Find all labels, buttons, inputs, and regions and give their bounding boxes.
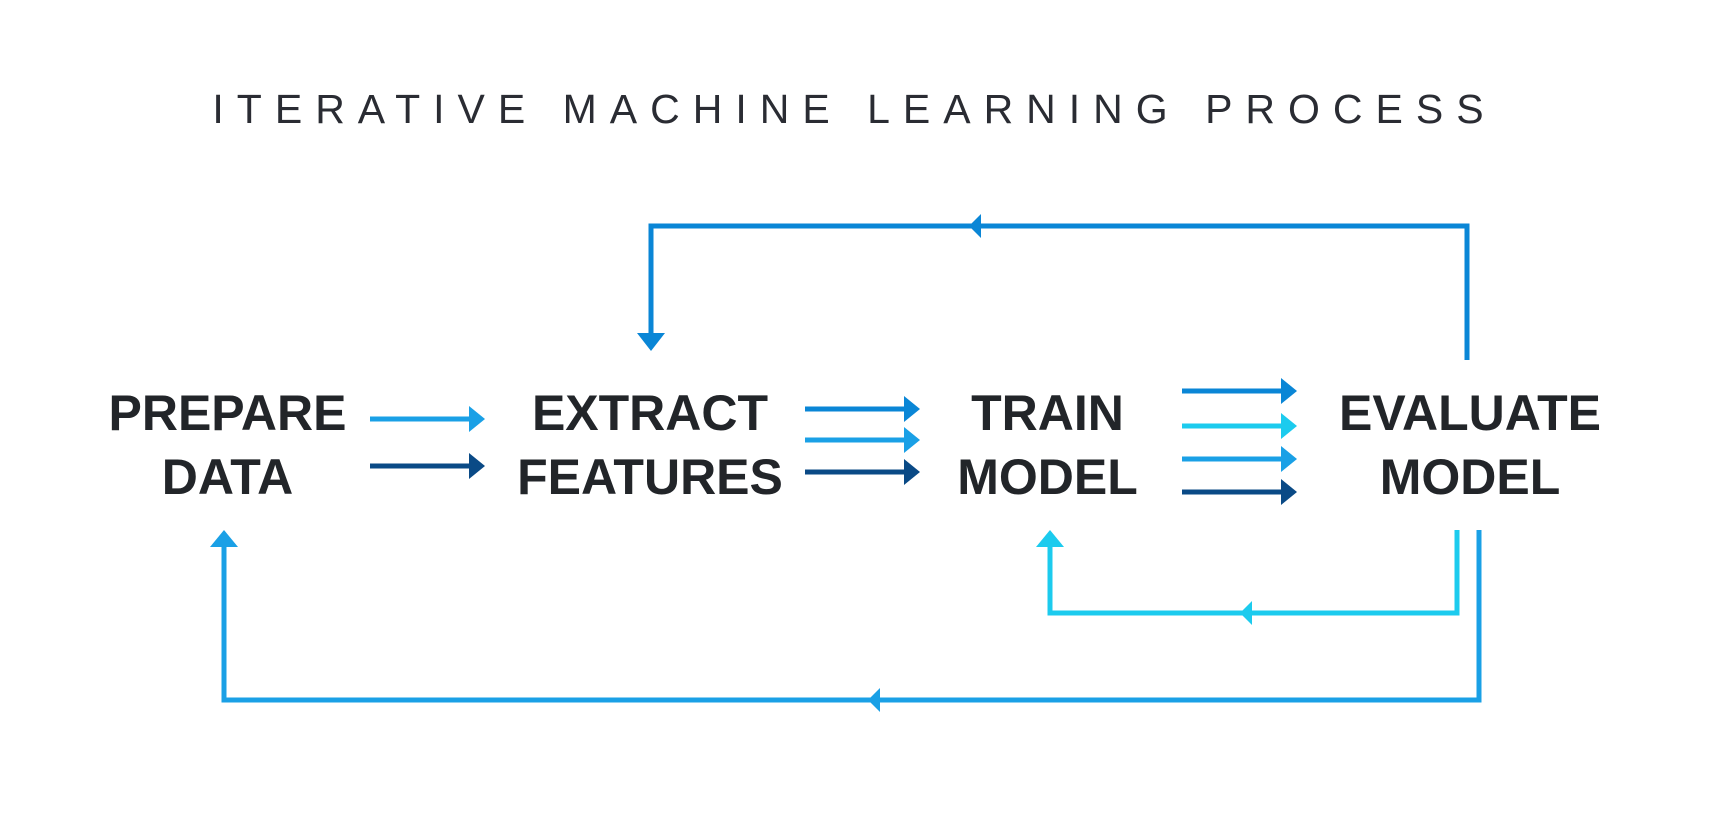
arrows-prepare-to-extract bbox=[370, 406, 485, 479]
step-label-line1: TRAIN bbox=[971, 385, 1124, 441]
loop-arrowhead bbox=[1036, 530, 1064, 547]
loop-evaluate-to-extract bbox=[637, 214, 1470, 360]
step-label-line2: MODEL bbox=[1379, 449, 1561, 505]
diagram-title: ITERATIVE MACHINE LEARNING PROCESS bbox=[212, 86, 1497, 132]
step-label-line2: DATA bbox=[161, 449, 294, 505]
loop-mid-arrowhead bbox=[868, 688, 880, 712]
step-prepare-data: PREPARE DATA bbox=[85, 381, 370, 509]
step-label-line1: PREPARE bbox=[108, 385, 347, 441]
arrow-head bbox=[1281, 479, 1297, 505]
arrows-train-to-evaluate bbox=[1182, 378, 1297, 505]
arrow-head bbox=[469, 406, 485, 432]
step-evaluate-model: EVALUATE MODEL bbox=[1310, 381, 1630, 509]
arrow-head bbox=[1281, 378, 1297, 404]
step-label-line2: MODEL bbox=[957, 449, 1138, 505]
loop-line bbox=[221, 530, 1482, 703]
arrow-head bbox=[904, 396, 920, 422]
loop-mid-arrowhead bbox=[1240, 601, 1252, 625]
loop-evaluate-to-train bbox=[1036, 530, 1460, 625]
arrow-head bbox=[904, 459, 920, 485]
step-label-line1: EXTRACT bbox=[531, 385, 769, 441]
arrow-head bbox=[469, 453, 485, 479]
arrow-head bbox=[1281, 446, 1297, 472]
step-label-line1: EVALUATE bbox=[1338, 385, 1602, 441]
step-train-model: TRAIN MODEL bbox=[920, 381, 1175, 509]
loop-evaluate-to-prepare bbox=[210, 530, 1482, 712]
loop-line bbox=[648, 223, 1470, 360]
loop-mid-arrowhead bbox=[969, 214, 981, 238]
step-extract-features: EXTRACT FEATURES bbox=[500, 381, 800, 509]
loop-line bbox=[1047, 530, 1460, 616]
arrow-head bbox=[904, 427, 920, 453]
arrows-extract-to-train bbox=[805, 396, 920, 485]
loop-arrowhead bbox=[210, 530, 238, 547]
loop-arrowhead bbox=[637, 333, 665, 351]
step-label-line2: FEATURES bbox=[517, 449, 783, 505]
arrow-head bbox=[1281, 413, 1297, 439]
